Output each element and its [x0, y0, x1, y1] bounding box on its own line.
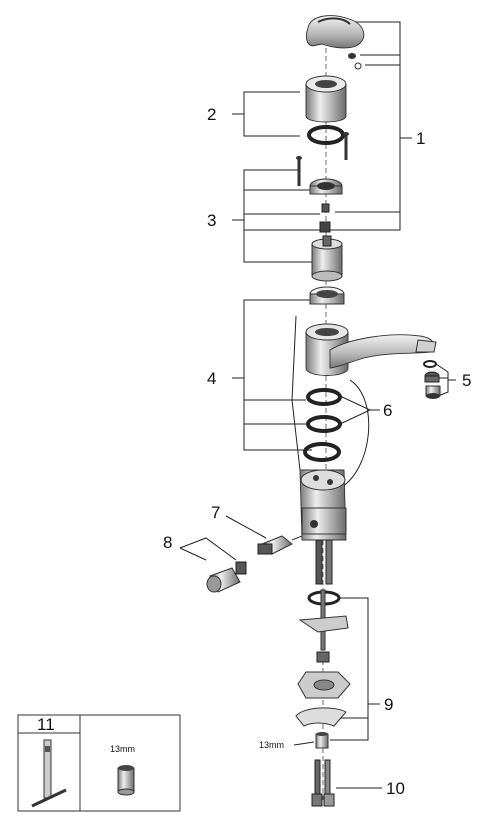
mounting-plate-part: [297, 671, 351, 699]
pin-screws-part: [296, 132, 349, 186]
cap-o-ring-part: [307, 125, 345, 145]
base-body-part: [299, 469, 347, 541]
small-screws-part: [319, 203, 331, 233]
handle-lever-part: [305, 15, 365, 49]
wrench-size-leader: [293, 741, 315, 746]
horseshoe-washer-part: [295, 707, 347, 727]
callout-7-label: 7: [211, 503, 220, 522]
callout-6-leader: [339, 395, 380, 425]
tool-box-number: 11: [37, 715, 55, 734]
callout-4-leader: [232, 299, 312, 451]
wrench-size-label: 13mm: [259, 740, 284, 750]
callout-2-leader: [232, 91, 300, 137]
spout-body-part: [305, 323, 437, 376]
retaining-nut-part: [309, 178, 343, 195]
callout-5-label: 5: [462, 371, 471, 390]
valve-insert-part: [257, 535, 303, 555]
callout-10-label: 10: [386, 779, 405, 798]
callout-3-label: 3: [207, 211, 216, 230]
spout-o-rings-part: [303, 388, 342, 462]
callout-4-label: 4: [207, 369, 216, 388]
spout-guide-line: [291, 315, 301, 471]
callout-2-label: 2: [207, 105, 216, 124]
tool-size-label: 13mm: [110, 744, 135, 754]
callout-8-label: 8: [163, 533, 172, 552]
handle-screw-and-cap: [348, 53, 362, 70]
cover-cap-part: [305, 75, 347, 123]
spout-guide-curve: [339, 379, 370, 489]
fixing-rod-part: [298, 589, 349, 663]
callout-9-label: 9: [384, 695, 393, 714]
flex-hoses-part: [311, 759, 335, 807]
callout-3-leader: [232, 169, 320, 263]
lever-knob-part: [206, 561, 247, 593]
aerator-part: [423, 360, 441, 399]
callout-7-leader: [225, 515, 267, 539]
socket-wrench-tool-icon: [117, 765, 135, 796]
supply-hoses-upper: [315, 539, 333, 585]
cartridge-part: [311, 235, 343, 282]
callout-6-label: 6: [383, 401, 392, 420]
callout-8-leader: [179, 537, 237, 561]
callout-5-leader: [435, 363, 456, 397]
fixing-nut-part: [315, 732, 329, 749]
callout-1-label: 1: [416, 129, 425, 148]
top-ring-part: [309, 286, 345, 305]
hex-key-tool-icon: [31, 739, 67, 808]
